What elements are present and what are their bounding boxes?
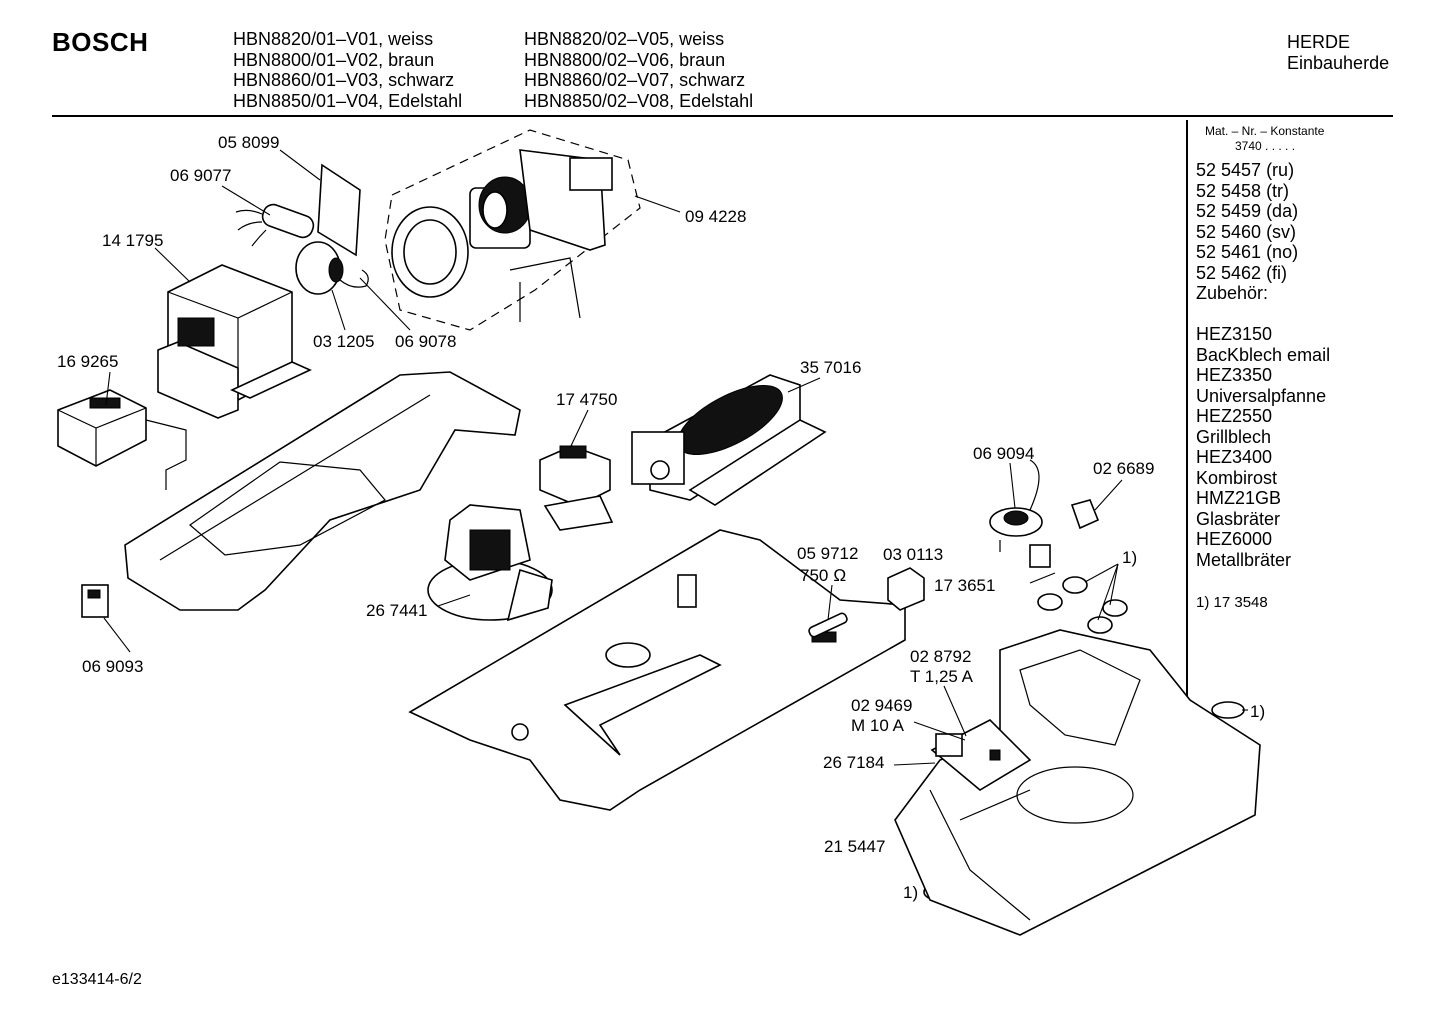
part-number: 52 5458 (tr) — [1196, 180, 1290, 201]
model-list-col2: HBN8820/02–V05, weiss HBN8800/02–V06, br… — [524, 29, 753, 111]
sidebar-divider — [1186, 120, 1188, 700]
part-label: 03 1205 — [313, 332, 375, 351]
fan-assembly-drawing — [384, 129, 641, 331]
sidebar-list: 52 5457 (ru) 52 5458 (tr) 52 5459 (da) 5… — [1196, 160, 1330, 570]
part-label: 02 6689 — [1093, 459, 1155, 478]
crossflow-fan-drawing — [631, 374, 827, 506]
model-line: HBN8800/01–V02, braun — [233, 49, 435, 70]
part-value: T 1,25 A — [910, 667, 974, 686]
mat-nr-label: Mat. – Nr. – Konstante — [1205, 124, 1325, 138]
accessory-item: HEZ2550 — [1196, 406, 1273, 426]
part-number: 52 5462 (fi) — [1196, 262, 1288, 283]
accessory-item: Glasbräter — [1196, 508, 1281, 529]
footnote-mark: 1) — [1122, 548, 1138, 567]
mat-nr-value: 3740 . . . . . — [1235, 139, 1296, 153]
leader-lines — [103, 149, 1248, 766]
part-label: 06 9077 — [170, 166, 232, 185]
category-title: HERDE — [1287, 32, 1351, 52]
model-line: HBN8860/02–V07, schwarz — [524, 70, 746, 90]
connector-drawing — [887, 567, 925, 611]
accessory-item: BacKblech email — [1196, 344, 1331, 365]
small-switch-drawing — [1070, 499, 1100, 530]
part-label: 02 9469 — [851, 696, 913, 715]
drawing-id: e133414-6/2 — [52, 971, 142, 988]
footnote-mark: 1) — [1250, 702, 1266, 721]
part-value: 750 Ω — [800, 566, 847, 585]
part-label: 26 7441 — [366, 601, 428, 620]
part-label: 05 8099 — [218, 133, 280, 152]
part-number: 52 5459 (da) — [1196, 201, 1299, 221]
part-value: M 10 A — [851, 716, 904, 735]
brand-logo: BOSCH — [52, 27, 149, 57]
part-label: 06 9094 — [973, 444, 1035, 463]
header-divider — [52, 115, 1393, 117]
part-label: 17 3651 — [934, 576, 996, 595]
part-label: 21 5447 — [824, 837, 886, 856]
oven-bottom-plate-drawing — [408, 529, 906, 811]
part-label: 09 4228 — [685, 207, 747, 226]
accessory-item: Metallbräter — [1196, 549, 1292, 570]
model-line: HBN8850/01–V04, Edelstahl — [233, 90, 463, 111]
sensor-drawing — [81, 584, 109, 618]
category-subtitle: Einbauherde — [1287, 52, 1390, 73]
model-line: HBN8820/02–V05, weiss — [524, 29, 725, 49]
thermostat-drawing — [989, 459, 1051, 568]
convection-motor-drawing — [427, 504, 553, 622]
footnote-mark: 1) — [903, 883, 919, 902]
accessory-item: HEZ3400 — [1196, 447, 1273, 467]
part-label: 35 7016 — [800, 358, 862, 377]
sidebar-footnote: 1) 17 3548 — [1196, 594, 1268, 611]
resistor-drawing — [808, 612, 848, 638]
part-number: 52 5460 (sv) — [1196, 221, 1297, 242]
accessory-item: Kombirost — [1196, 467, 1278, 488]
part-number: 52 5457 (ru) — [1196, 160, 1295, 180]
accessory-item: Universalpfanne — [1196, 385, 1327, 406]
accessory-item: HEZ3150 — [1196, 324, 1273, 344]
switch-module-drawing — [57, 389, 187, 490]
part-label: 06 9093 — [82, 657, 144, 676]
category-block: HERDE Einbauherde — [1287, 32, 1389, 73]
part-label: 03 0113 — [883, 545, 944, 564]
part-label: 14 1795 — [102, 231, 164, 250]
part-label: 05 9712 — [797, 544, 859, 563]
accessory-item: HEZ3350 — [1196, 365, 1273, 385]
relay-drawing — [539, 445, 614, 531]
base-plate-left-drawing — [124, 371, 521, 611]
transformer-drawing — [157, 264, 312, 419]
part-number: 52 5461 (no) — [1196, 242, 1299, 262]
model-line: HBN8850/02–V08, Edelstahl — [524, 90, 754, 111]
part-label: 06 9078 — [395, 332, 457, 351]
part-label: 02 8792 — [910, 647, 972, 666]
part-label: 16 9265 — [57, 352, 119, 371]
mat-nr-block: Mat. – Nr. – Konstante 3740 . . . . . — [1205, 124, 1324, 154]
accessory-item: Grillblech — [1196, 426, 1272, 447]
part-label: 26 7184 — [823, 753, 885, 772]
accessory-item: HMZ21GB — [1196, 488, 1282, 508]
model-list-col1: HBN8820/01–V01, weiss HBN8800/01–V02, br… — [233, 29, 462, 111]
model-line: HBN8860/01–V03, schwarz — [233, 70, 455, 90]
model-line: HBN8820/01–V01, weiss — [233, 29, 434, 49]
part-label: 17 4750 — [556, 390, 618, 409]
model-line: HBN8800/02–V06, braun — [524, 49, 726, 70]
accessory-item: HEZ6000 — [1196, 529, 1273, 549]
capacitor-bracket-drawing — [235, 163, 369, 295]
accessories-heading: Zubehör: — [1196, 283, 1269, 303]
